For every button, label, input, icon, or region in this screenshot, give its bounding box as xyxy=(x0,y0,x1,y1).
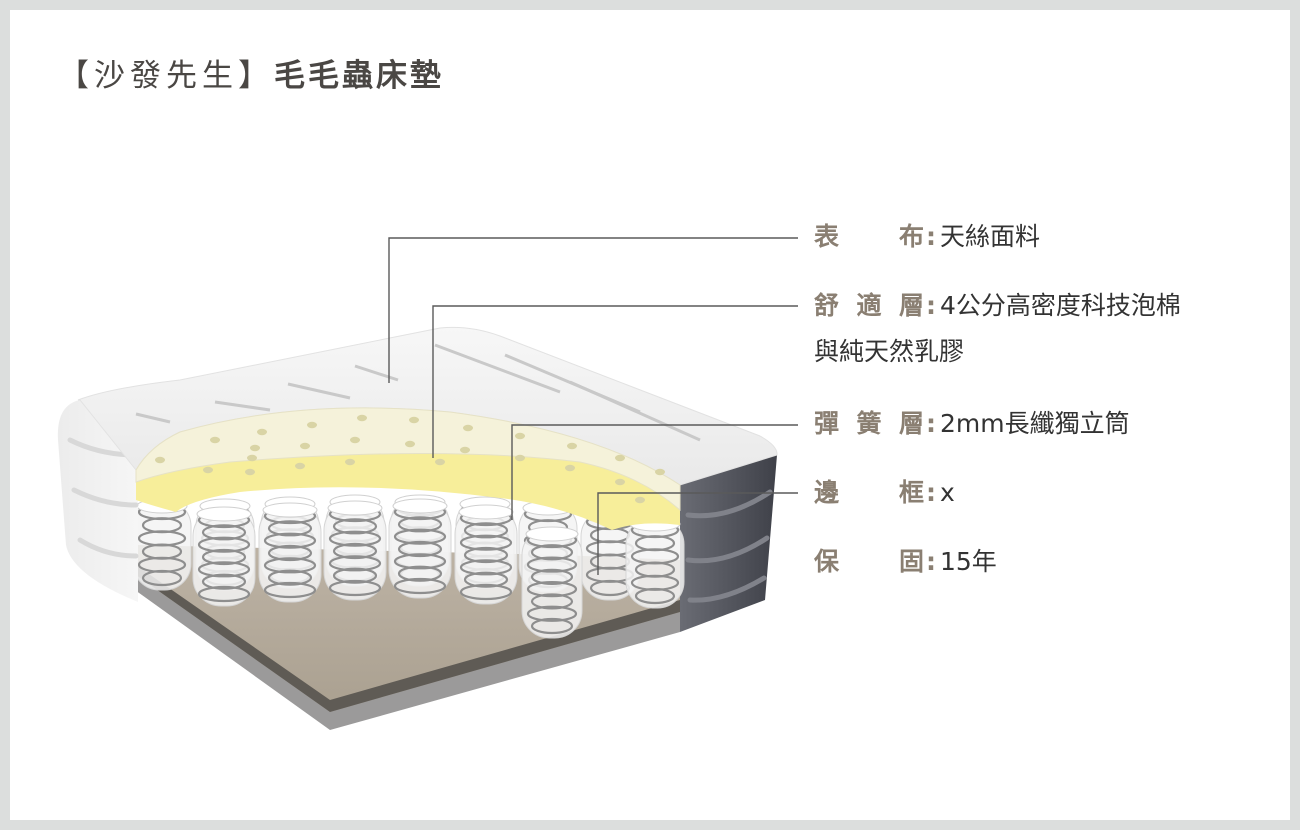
brand-name: 【沙發先生】 xyxy=(58,58,274,94)
spec-value-warranty: 15年 xyxy=(940,547,997,576)
spec-value-cover: 天絲面料 xyxy=(940,222,1041,251)
spec-row-frame: 邊框:x xyxy=(814,478,955,507)
leader-line-spring xyxy=(511,424,798,520)
coil-spring xyxy=(192,506,256,607)
product-name: 毛毛蟲床墊 xyxy=(274,58,444,94)
coil-spring xyxy=(388,498,452,599)
spec-row-comfort: 舒適層:4公分高密度科技泡棉 xyxy=(814,291,1181,320)
leader-lines xyxy=(388,237,798,575)
spec-value-spring: 2mm長纖獨立筒 xyxy=(940,409,1130,438)
spec-row-spring: 彈簧層:2mm長纖獨立筒 xyxy=(814,409,1130,438)
spec-label-warranty: 保固 xyxy=(814,547,924,576)
spec-label-spring: 彈簧層 xyxy=(814,409,924,438)
spring-layer xyxy=(132,494,685,639)
mattress-right-side xyxy=(680,455,777,632)
coil-spring xyxy=(132,498,192,591)
coil-spring xyxy=(323,500,387,601)
spec-row-cover: 表布:天絲面料 xyxy=(814,222,1041,251)
coil-spring xyxy=(521,526,583,639)
spec-value-comfort-line2: 與純天然乳膠 xyxy=(814,337,965,366)
spec-value-frame: x xyxy=(940,478,955,507)
leader-line-cover xyxy=(388,237,798,383)
spec-row-warranty: 保固:15年 xyxy=(814,547,997,576)
page-title: 【沙發先生】毛毛蟲床墊 xyxy=(58,56,444,96)
spec-label-frame: 邊框 xyxy=(814,478,924,507)
coil-spring xyxy=(258,502,322,603)
coil-spring xyxy=(625,516,685,609)
spec-label-comfort: 舒適層 xyxy=(814,291,924,320)
comfort-latex-layer xyxy=(135,407,681,512)
mattress-base-edge xyxy=(136,565,680,712)
spec-value-comfort: 4公分高密度科技泡棉 xyxy=(940,291,1181,320)
comfort-foam-band xyxy=(136,453,680,530)
leader-line-comfort xyxy=(432,305,798,458)
coil-spring xyxy=(454,504,518,605)
spec-label-cover: 表布 xyxy=(814,222,924,251)
leader-line-frame xyxy=(597,492,798,575)
